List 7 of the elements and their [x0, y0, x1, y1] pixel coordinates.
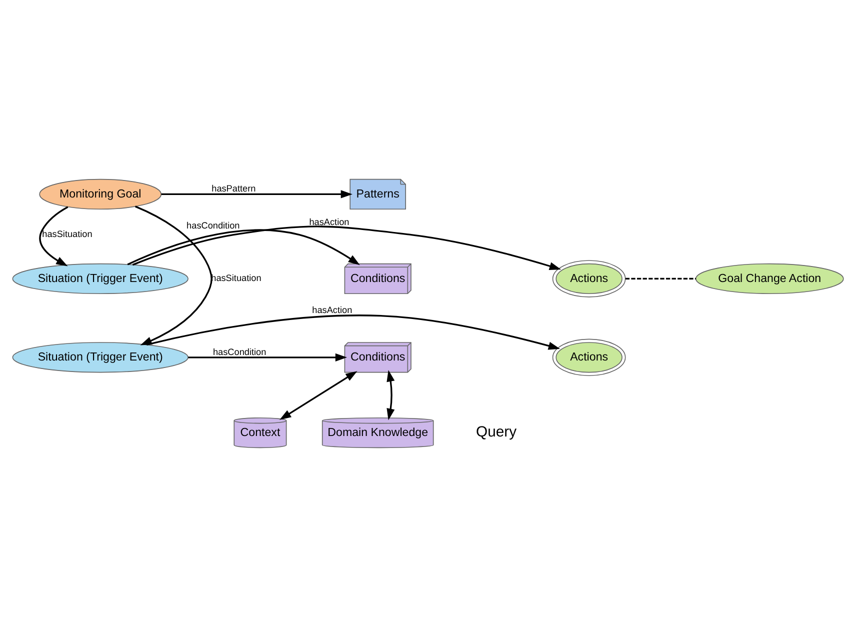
edge-label: hasAction: [312, 304, 352, 314]
edge-label: hasCondition: [186, 220, 240, 230]
edge-label: hasCondition: [213, 346, 266, 356]
edge-label: hasPattern: [212, 183, 256, 194]
label: Query: [476, 424, 517, 440]
edge-label: hasSituation: [42, 228, 92, 239]
edge-label: hasAction: [309, 216, 350, 227]
